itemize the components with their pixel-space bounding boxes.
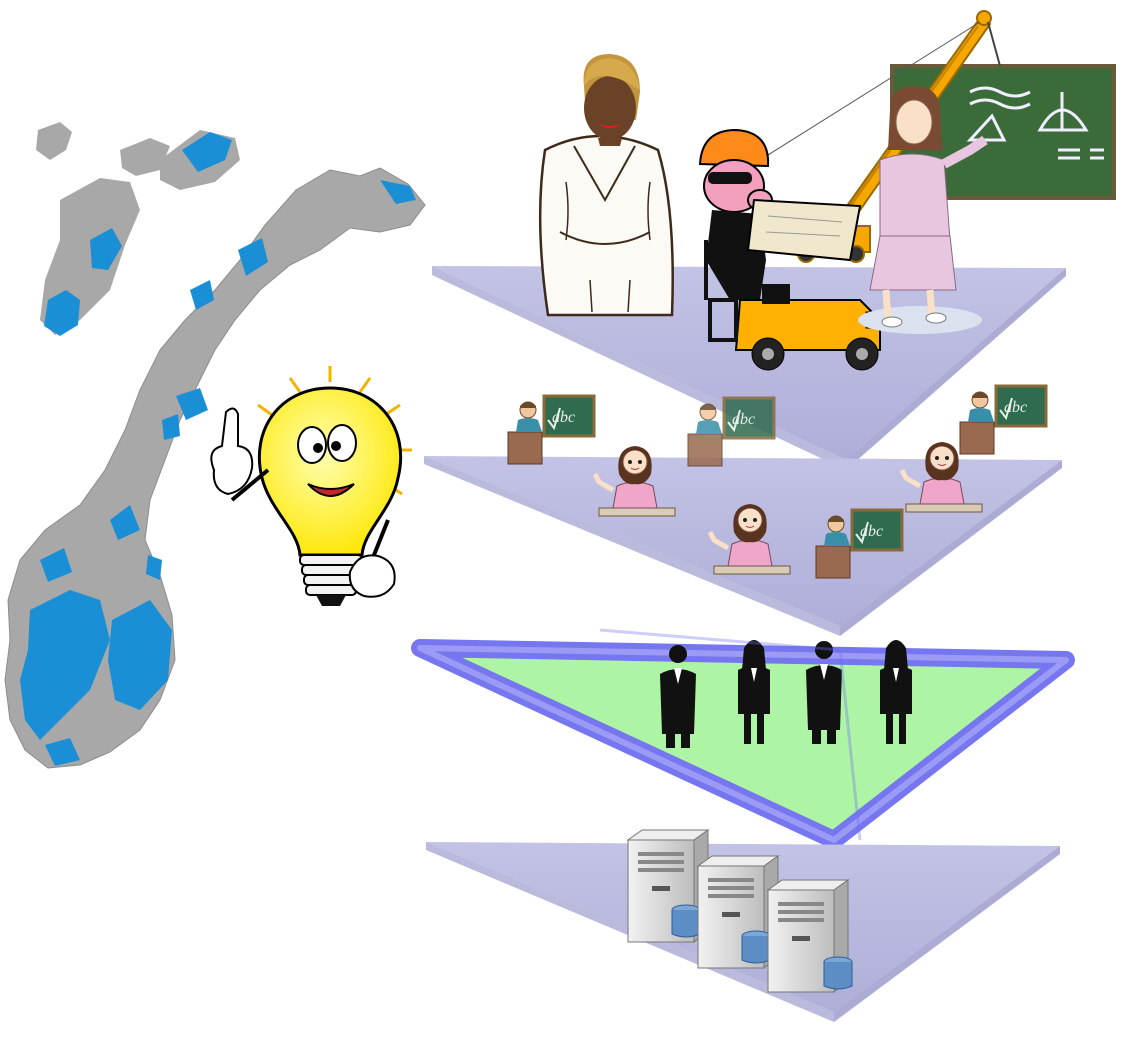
teacher-icon: [858, 86, 988, 334]
layer-teachers: abc: [424, 384, 1062, 636]
forklift-icon: [704, 240, 889, 371]
teacher-at-desk-icon: [958, 384, 1048, 456]
layer-servers: [426, 829, 1060, 1022]
database-icon: [823, 956, 853, 990]
teacher-at-desk-icon: [506, 394, 596, 466]
database-icon: [741, 930, 771, 964]
lightbulb-mascot-icon: [210, 366, 412, 606]
engineer-icon: [698, 128, 862, 300]
database-icon: [671, 904, 701, 938]
teacher-at-desk-icon: [686, 396, 776, 468]
norway-map-icon: [4, 122, 426, 769]
woman-icon: [538, 54, 674, 317]
layer-staff: [411, 628, 1075, 849]
